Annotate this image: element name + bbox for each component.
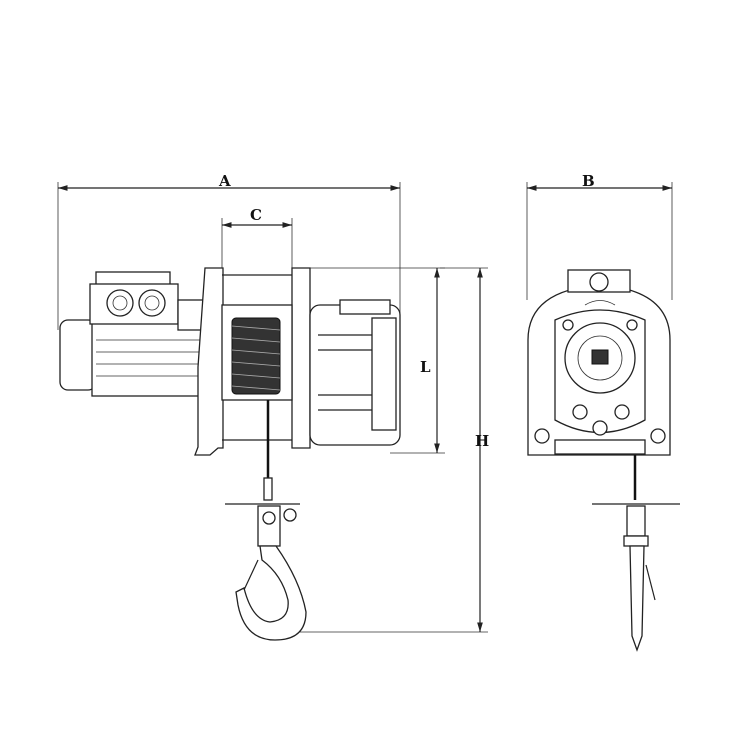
end-cover <box>371 317 397 431</box>
mounting-bolt-icon <box>650 428 666 444</box>
dimension-l-label: L <box>420 358 431 376</box>
dimension-h-label: H <box>475 432 489 450</box>
front-hook <box>629 545 645 652</box>
front-view <box>527 269 680 652</box>
side-view <box>59 267 401 641</box>
dimension-b: B <box>526 172 673 300</box>
rope-clamp <box>263 477 273 501</box>
hook-latch <box>243 559 259 591</box>
connector-socket-icon <box>106 289 134 317</box>
name-badge <box>591 349 609 365</box>
left-frame-plate <box>194 267 224 456</box>
dimension-c: C <box>221 206 293 270</box>
mounting-bolt-icon <box>534 428 550 444</box>
dimension-l: L <box>300 267 445 454</box>
right-frame-plate <box>291 267 311 449</box>
dimension-a-label: A <box>218 172 231 190</box>
motor-end-cap <box>59 319 97 391</box>
connector-socket-icon <box>138 289 166 317</box>
control-box <box>89 283 179 325</box>
front-hook-swivel <box>626 505 646 537</box>
dimension-c-label: C <box>250 206 262 224</box>
dimension-a: A <box>57 172 401 330</box>
brake-cover <box>339 299 391 315</box>
dimension-b-label: B <box>582 172 595 190</box>
safety-latch-pin <box>283 508 297 522</box>
gear-housing <box>177 299 205 331</box>
hook <box>235 545 307 641</box>
dimension-h: H <box>300 267 489 633</box>
